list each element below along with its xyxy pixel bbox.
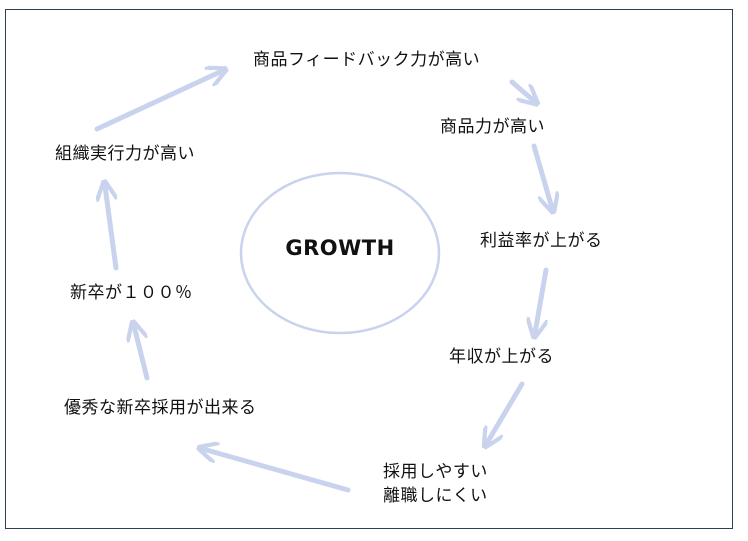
node-new-grad-hiring: 優秀な新卒採用が出来る — [64, 398, 257, 418]
arrow-hiring-to-newgrad — [203, 449, 351, 493]
arrow-execution-to-feedback — [94, 71, 222, 132]
growth-label: GROWTH — [285, 236, 395, 260]
arrow-product-to-profit — [531, 143, 552, 208]
node-hiring-line1: 採用しやすい — [383, 462, 488, 482]
node-hiring-retention: 採用しやすい 離職しにくい — [383, 460, 488, 508]
node-product-feedback: 商品フィードバック力が高い — [253, 50, 481, 70]
arrow-income-to-hiring — [487, 381, 525, 443]
arrow-newgrad-to-ratio — [134, 326, 150, 381]
arrow-profit-to-income — [535, 267, 549, 333]
node-annual-income: 年収が上がる — [449, 347, 554, 367]
growth-ellipse — [239, 171, 441, 335]
node-profit-rate: 利益率が上がる — [480, 231, 603, 251]
node-new-grad-ratio: 新卒が１００％ — [70, 283, 193, 303]
node-hiring-line2: 離職しにくい — [383, 486, 488, 506]
node-product-power: 商品力が高い — [440, 117, 545, 137]
arrow-feedback-to-product — [509, 79, 534, 101]
diagram-frame — [5, 9, 733, 529]
node-execution: 組織実行力が高い — [55, 144, 195, 164]
arrow-ratio-to-execution — [105, 186, 119, 271]
